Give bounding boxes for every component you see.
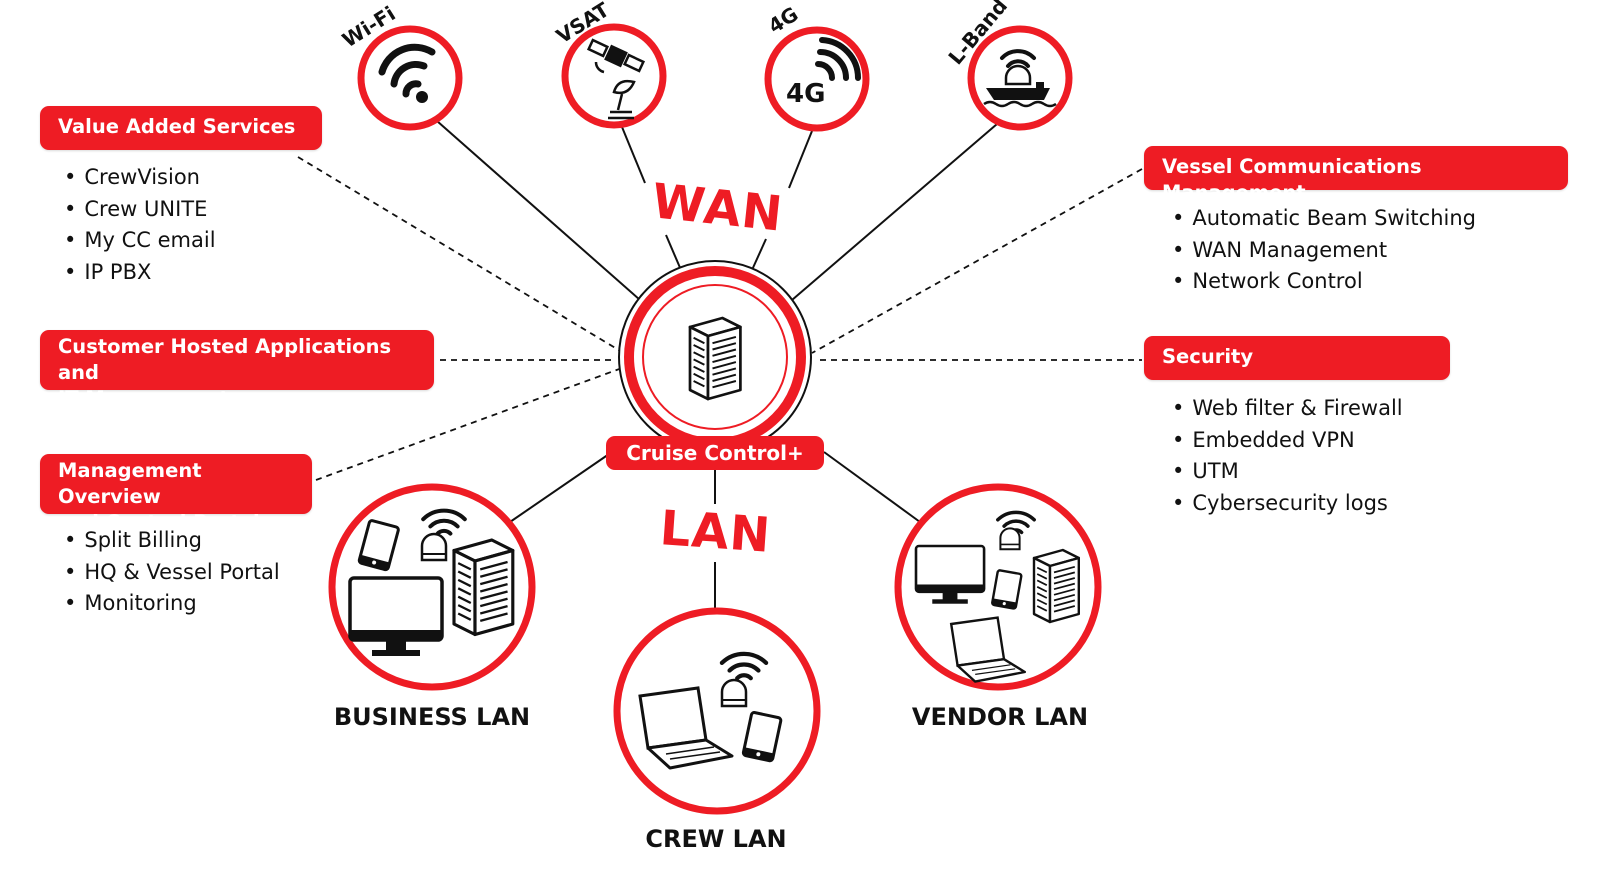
- list-item: Cybersecurity logs: [1172, 488, 1403, 520]
- list-item: Split Billing: [64, 525, 280, 557]
- list-item: UTM: [1172, 456, 1403, 488]
- list-item: Monitoring: [64, 588, 280, 620]
- antenna-icon: [420, 532, 448, 562]
- lan-connectors: [509, 451, 921, 608]
- wan-link-4g: 4G 4G: [764, 2, 870, 132]
- antenna-icon: [999, 527, 1021, 551]
- hub-node: [618, 260, 812, 454]
- lan-vendor-label: VENDOR LAN: [911, 703, 1089, 731]
- service-connectors: [297, 156, 1143, 481]
- wan-connectors: [436, 120, 998, 301]
- list-item: HQ & Vessel Portal: [64, 557, 279, 589]
- lan-business-label: BUSINESS LAN: [333, 703, 531, 731]
- server-icon: [688, 316, 742, 401]
- management-overview-header: Management Overview and Control Portal: [40, 454, 312, 534]
- list-item: Automatic Beam Switching: [1172, 203, 1476, 235]
- hub-label: Cruise Control+: [606, 436, 824, 470]
- management-overview-list: Split Billing HQ & Vessel Portal Monitor…: [64, 525, 280, 620]
- value-added-services-list: CrewVision Crew UNITE My CC email IP PBX: [64, 162, 216, 289]
- server-icon: [452, 538, 515, 637]
- lan-vendor: [894, 483, 1102, 691]
- list-item: WAN Management: [1172, 235, 1476, 267]
- list-item: Embedded VPN: [1172, 425, 1403, 457]
- 4g-signal-icon: 4G: [786, 37, 862, 109]
- server-icon: [1032, 548, 1081, 624]
- list-item: Web filter & Firewall: [1172, 393, 1402, 425]
- lan-crew: [613, 607, 821, 815]
- lan-business: [328, 483, 536, 691]
- 4g-badge: 4G: [786, 79, 825, 109]
- list-item: My CC email: [64, 225, 215, 257]
- wan-link-vsat: VSAT: [552, 0, 667, 129]
- wan-link-lband: L-Band: [943, 0, 1073, 131]
- wan-link-wifi: Wi-Fi: [338, 1, 463, 131]
- panel-title-line: Customer Hosted Applications and: [58, 335, 392, 384]
- lan-crew-label: CREW LAN: [645, 825, 787, 853]
- vessel-communications-header: Vessel Communications Management: [1144, 146, 1568, 204]
- antenna-icon: [720, 678, 748, 708]
- security-header: Security: [1144, 336, 1450, 380]
- list-item: IP PBX: [64, 257, 216, 289]
- security-list: Web filter & Firewall Embedded VPN UTM C…: [1172, 393, 1403, 520]
- list-item: Network Control: [1172, 266, 1476, 298]
- vessel-communications-list: Automatic Beam Switching WAN Management …: [1172, 203, 1476, 298]
- wifi-icon: [378, 43, 436, 103]
- panel-title-line: IT Management: [58, 387, 229, 410]
- list-item: CrewVision: [64, 162, 216, 194]
- lan-label: LAN: [658, 500, 773, 564]
- tablet-icon: [990, 568, 1023, 611]
- ship-antenna-icon: [983, 49, 1057, 108]
- value-added-services-header: Value Added Services: [40, 106, 322, 150]
- satellite-icon: [586, 38, 646, 120]
- panel-title-line: Management Overview: [58, 459, 202, 508]
- customer-hosted-header: Customer Hosted Applications and IT Mana…: [40, 330, 434, 410]
- list-item: Crew UNITE: [64, 194, 216, 226]
